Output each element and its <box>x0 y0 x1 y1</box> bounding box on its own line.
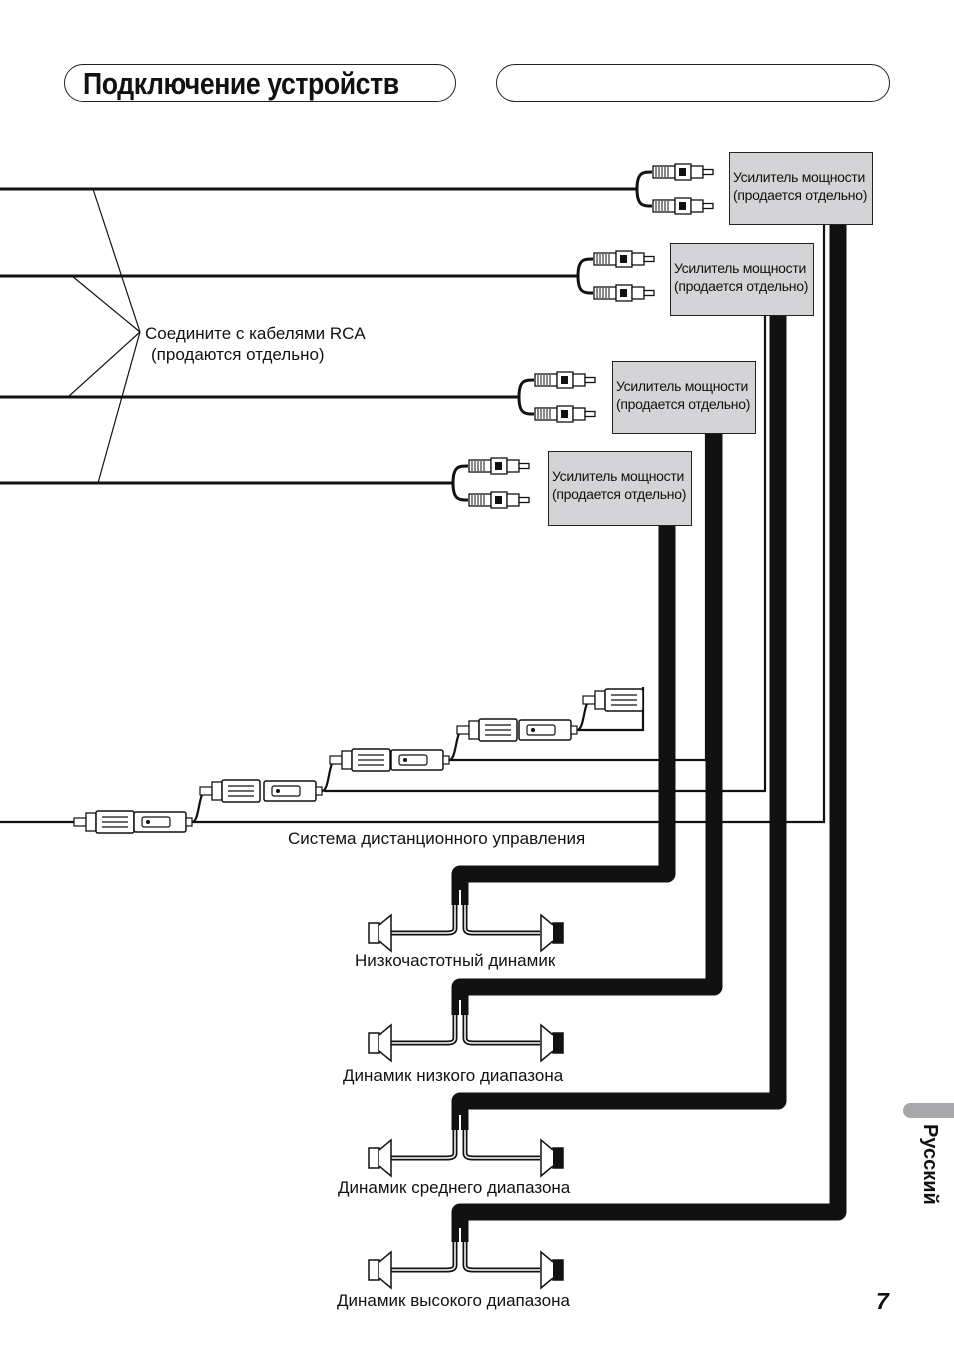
language-tab <box>903 1103 954 1118</box>
language-label: Русский <box>919 1124 941 1205</box>
page-number: 7 <box>876 1288 889 1314</box>
speaker-pair-4 <box>368 1242 564 1289</box>
empty-title-frame <box>496 64 890 102</box>
remote-system-label: Система дистанционного управления <box>288 829 586 848</box>
amplifier-note: (продается отдельно) <box>616 396 751 412</box>
rca-callout-lines <box>67 188 141 484</box>
amplifier-label: Усилитель мощности <box>616 378 748 394</box>
rca-split-3 <box>517 371 596 423</box>
rca-split-2 <box>576 250 655 302</box>
rca-note-line1: Соедините с кабелями RCA <box>145 324 366 343</box>
speaker-label-subwoofer: Низкочастотный динамик <box>355 951 556 970</box>
speaker-label-high: Динамик высокого диапазона <box>337 1291 570 1310</box>
amplifier-note: (продается отдельно) <box>674 278 809 294</box>
amplifier-note: (продается отдельно) <box>733 187 868 203</box>
rca-split-4 <box>451 457 530 509</box>
speaker-label-mid: Динамик среднего диапазона <box>338 1178 571 1197</box>
amplifier-box-2: Усилитель мощности (продается отдельно) <box>670 243 814 316</box>
remote-connector-chain <box>73 688 644 834</box>
amplifier-box-4: Усилитель мощности (продается отдельно) <box>548 451 692 526</box>
speaker-pair-3 <box>368 1130 564 1177</box>
amplifier-note: (продается отдельно) <box>552 486 687 502</box>
page-title: Подключение устройств <box>83 66 399 101</box>
speaker-label-low: Динамик низкого диапазона <box>343 1066 564 1085</box>
amplifier-label: Усилитель мощности <box>674 260 806 276</box>
speaker-pair-2 <box>368 1015 564 1062</box>
speaker-pair-1 <box>368 905 564 952</box>
rca-note-line2: (продаются отдельно) <box>151 345 325 364</box>
rca-cable-lines <box>0 187 637 485</box>
amplifier-box-1: Усилитель мощности (продается отдельно) <box>729 152 873 225</box>
title-frame: Подключение устройств <box>64 64 456 102</box>
rca-split-1 <box>635 163 714 215</box>
amplifier-label: Усилитель мощности <box>552 468 684 484</box>
amplifier-label: Усилитель мощности <box>733 169 865 185</box>
amplifier-box-3: Усилитель мощности (продается отдельно) <box>612 361 756 434</box>
